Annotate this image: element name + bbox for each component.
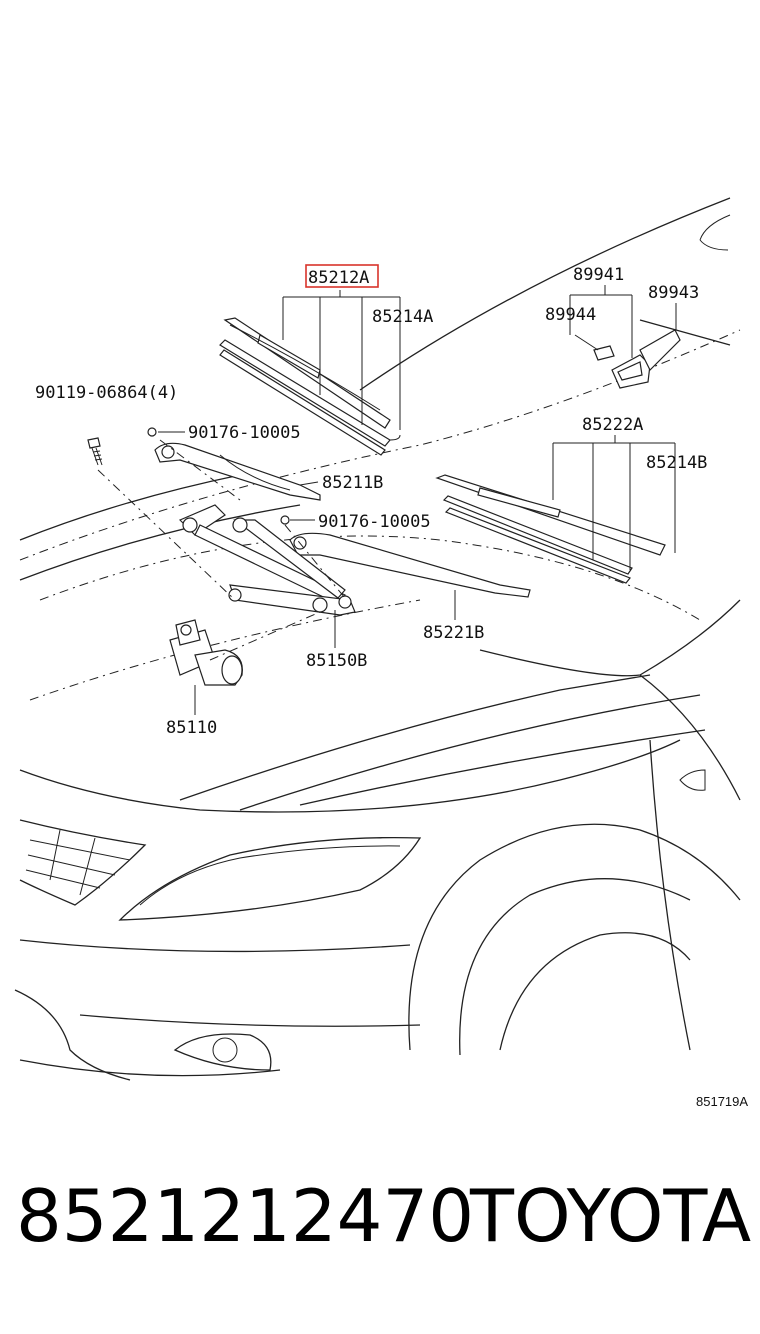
label-89943: 89943 — [648, 283, 699, 303]
leader-85222a — [552, 435, 676, 570]
wiper-blade-85212a — [219, 317, 401, 456]
leader-85212a — [282, 290, 401, 430]
car-body-outline — [14, 197, 741, 1081]
label-85211b: 85211B — [322, 473, 383, 493]
label-89944: 89944 — [545, 305, 596, 325]
nut-90176-a — [147, 427, 157, 437]
wiper-motor-85110 — [169, 619, 243, 686]
part-number: 8521212470 — [16, 1174, 475, 1258]
label-90119: 90119-06864(4) — [35, 383, 178, 403]
washer-nozzle-89941 — [569, 285, 681, 389]
label-85110: 85110 — [166, 718, 217, 738]
label-90176-b: 90176-10005 — [318, 512, 431, 532]
highlight-box — [305, 264, 379, 288]
figure-code: 851719A — [696, 1094, 748, 1109]
wiper-link-85150b — [178, 504, 356, 616]
brand-name: TOYOTA — [470, 1174, 752, 1258]
label-85212a: 85212A — [308, 268, 369, 288]
leader-lines — [158, 431, 456, 715]
wiper-blade-85222a — [435, 474, 666, 584]
bolt-90119 — [87, 437, 103, 466]
label-85222a: 85222A — [582, 415, 643, 435]
label-85214a: 85214A — [372, 307, 433, 327]
wiper-arm-85221b — [289, 532, 531, 598]
label-85221b: 85221B — [423, 623, 484, 643]
label-85150b: 85150B — [306, 651, 367, 671]
installation-guides — [97, 439, 346, 661]
wiper-arm-85211b — [154, 442, 321, 501]
label-90176-a: 90176-10005 — [188, 423, 301, 443]
label-89941: 89941 — [573, 265, 624, 285]
label-85214b: 85214B — [646, 453, 707, 473]
nut-90176-b — [280, 515, 290, 525]
